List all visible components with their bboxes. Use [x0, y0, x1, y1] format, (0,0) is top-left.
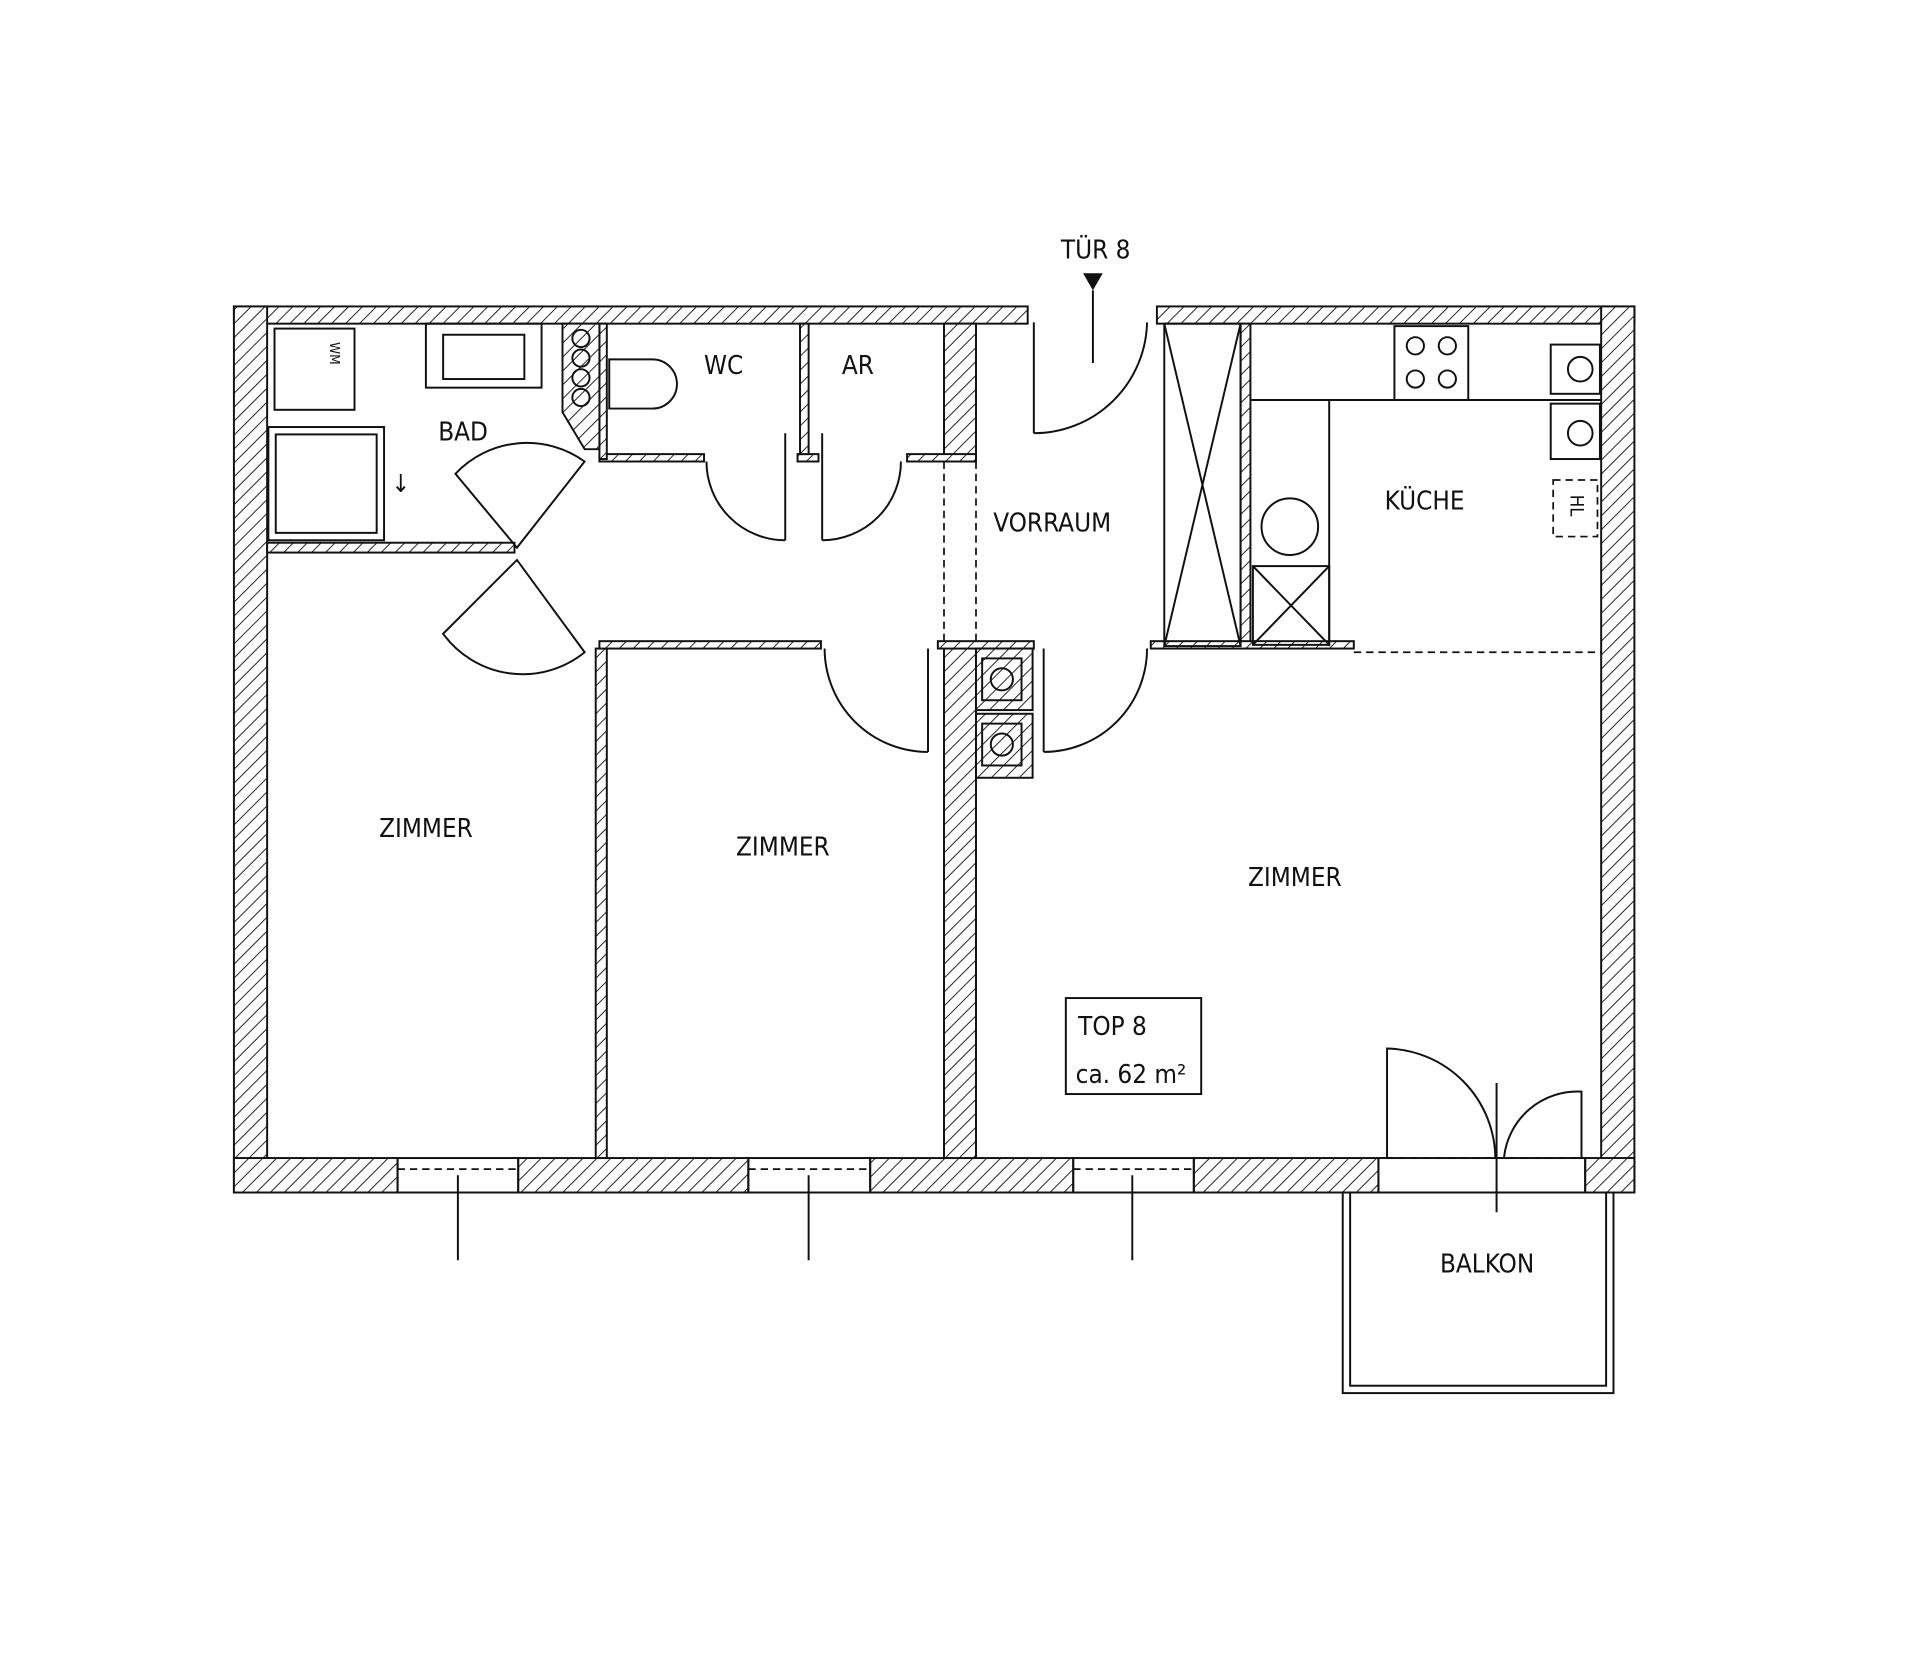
- wm-label: WM: [326, 342, 342, 365]
- unit-label: TOP 8: [1077, 1012, 1147, 1042]
- hl-label: HL: [1565, 495, 1586, 517]
- shaft-icon: [561, 322, 601, 451]
- shower-icon: [267, 426, 386, 542]
- room-label-ar: AR: [842, 351, 874, 381]
- unit-info-box: TOP 8 ca. 62 m²: [1064, 997, 1203, 1096]
- outer-walls: [232, 305, 1636, 1194]
- fixtures: WM ↓ HL: [267, 322, 1602, 767]
- room-label-zimmer-middle: ZIMMER: [736, 832, 830, 862]
- entrance-label: TÜR 8: [1060, 233, 1131, 265]
- room-label-zimmer-right: ZIMMER: [1248, 863, 1342, 893]
- room-label-zimmer-left: ZIMMER: [379, 814, 473, 844]
- kitchen-sink-icon: [1260, 497, 1320, 557]
- sink-icon: [424, 322, 543, 389]
- room-label-bad: BAD: [438, 418, 488, 448]
- balcony: BALKON: [1341, 1191, 1615, 1395]
- toilet-icon: [608, 358, 678, 410]
- room-labels: BAD WC AR VORRAUM KÜCHE ZIMMER ZIMMER ZI…: [379, 351, 1464, 893]
- wardrobe-icon: [1163, 322, 1242, 648]
- unit-area: ca. 62 m²: [1076, 1060, 1187, 1090]
- room-label-vorraum: VORRAUM: [993, 509, 1111, 539]
- room-label-balkon: BALKON: [1440, 1249, 1534, 1279]
- room-label-kueche: KÜCHE: [1385, 484, 1465, 516]
- vent-icon: [1549, 343, 1601, 395]
- washing-machine-icon: [273, 327, 356, 411]
- doors: [441, 322, 1583, 1213]
- room-label-wc: WC: [704, 351, 743, 381]
- arrow-down-icon: ↓: [391, 469, 410, 498]
- windows: [396, 1157, 1587, 1261]
- stove-icon: [1393, 325, 1470, 401]
- entrance-marker: TÜR 8: [1060, 233, 1131, 364]
- interior-walls: [266, 322, 1602, 1160]
